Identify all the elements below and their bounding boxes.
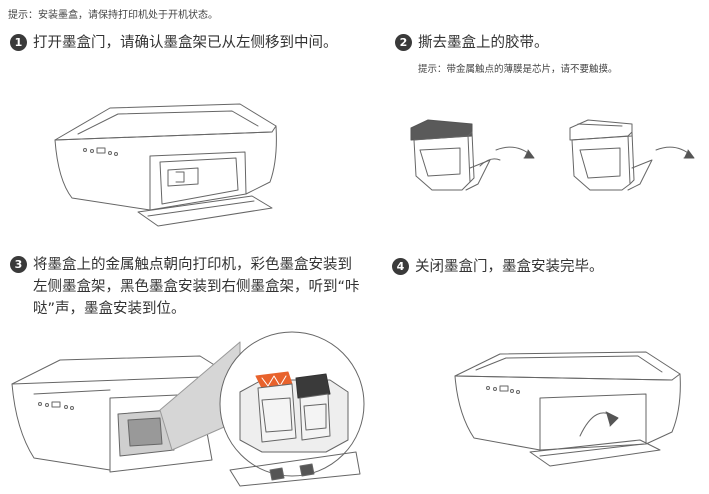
step-3-text: 将墨盒上的金属触点朝向打印机，彩色墨盒安装到左侧墨盒架，黑色墨盒安装到右侧墨盒架…	[33, 257, 360, 317]
step-3: 3 将墨盒上的金属触点朝向打印机，彩色墨盒安装到左侧墨盒架，黑色墨盒安装到右侧墨…	[10, 254, 362, 320]
step-1-text: 打开墨盒门，请确认墨盒架已从左侧移到中间。	[33, 35, 338, 51]
step-4-number-badge: 4	[392, 258, 409, 275]
step-1-number-badge: 1	[10, 34, 27, 51]
step-2-number-badge: 2	[395, 34, 412, 51]
step-2: 2 撕去墨盒上的胶带。	[395, 32, 695, 54]
top-tip: 提示：安装墨盒，请保持打印机处于开机状态。	[8, 10, 218, 21]
step-3-number-badge: 3	[10, 256, 27, 273]
step-4-text: 关闭墨盒门，墨盒安装完毕。	[415, 259, 604, 275]
step-1: 1 打开墨盒门，请确认墨盒架已从左侧移到中间。	[10, 32, 355, 54]
step-4: 4 关闭墨盒门，墨盒安装完毕。	[392, 256, 692, 278]
step-2-text: 撕去墨盒上的胶带。	[418, 35, 549, 51]
step-2-tip: 提示：带金属触点的薄膜是芯片，请不要触摸。	[418, 64, 618, 75]
